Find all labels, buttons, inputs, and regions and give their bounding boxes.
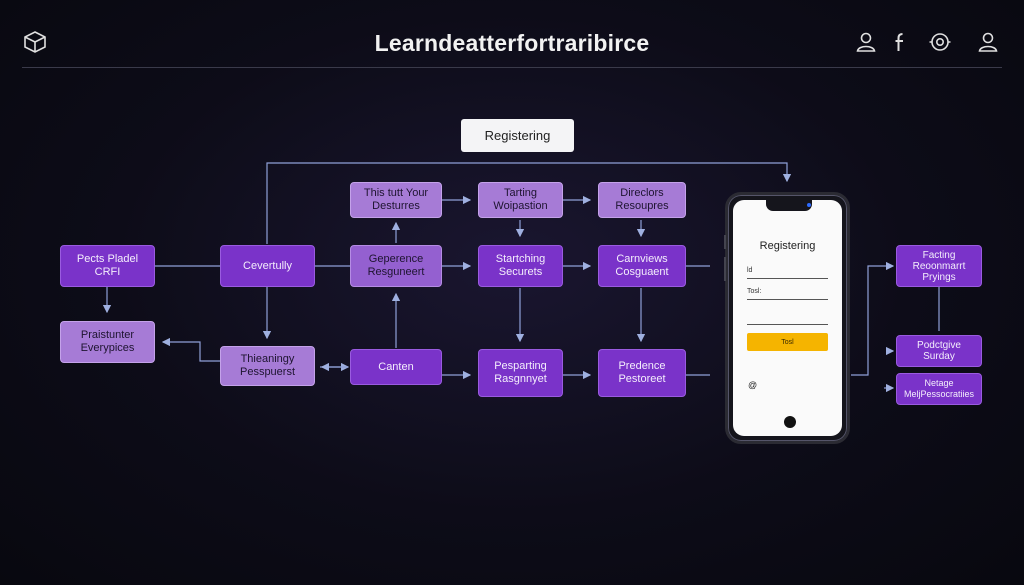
phone-input-field-3[interactable] xyxy=(747,313,828,325)
node-pesparting[interactable]: Pesparting Rasgnnyet xyxy=(478,349,563,397)
node-startching[interactable]: Startching Securets xyxy=(478,245,563,287)
account-icon[interactable] xyxy=(977,31,999,53)
phone-form-title: Registering xyxy=(759,240,816,252)
phone-volume-button xyxy=(724,257,726,281)
node-podctgive[interactable]: Podctgive Surday xyxy=(896,335,982,367)
top-label-box[interactable]: Registering xyxy=(461,119,574,152)
node-predence[interactable]: Predence Pestoreet xyxy=(598,349,686,397)
node-carnviews[interactable]: Carnviews Cosguaent xyxy=(598,245,686,287)
node-cevertully[interactable]: Cevertully xyxy=(220,245,315,287)
top-bar: Learndeatterfortraribirce xyxy=(0,0,1024,68)
site-title: Learndeatterfortraribirce xyxy=(374,30,650,56)
node-direclors[interactable]: Direclors Resoupres xyxy=(598,182,686,218)
phone-screen: Registering ld Tosl: Tosl @ xyxy=(733,200,842,436)
node-pects-pladel[interactable]: Pects Pladel CRFI xyxy=(60,245,155,287)
phone-home-button[interactable] xyxy=(784,416,796,428)
node-praistunter[interactable]: Praistunter Everypices xyxy=(60,321,155,363)
node-facting[interactable]: Facting Reoonmarrt Pryings xyxy=(896,245,982,287)
node-this-tutt[interactable]: This tutt Your Desturres xyxy=(350,182,442,218)
node-tarting[interactable]: Tarting Woipastion xyxy=(478,182,563,218)
phone-submit-button[interactable]: Tosl xyxy=(747,333,828,351)
header-divider xyxy=(22,67,1002,68)
cube-logo-icon[interactable] xyxy=(22,29,48,55)
globe-settings-icon[interactable] xyxy=(929,31,951,53)
facebook-icon[interactable] xyxy=(889,31,911,53)
phone-input-field-1[interactable]: ld xyxy=(747,267,828,279)
node-geperence[interactable]: Geperence Resguneert xyxy=(350,245,442,287)
phone-input-field-2[interactable]: Tosl: xyxy=(747,288,828,300)
phone-notch xyxy=(766,200,812,211)
user-icon[interactable] xyxy=(855,31,877,53)
phone-at-icon: @ xyxy=(748,380,758,390)
phone-volume-button xyxy=(724,235,726,249)
node-thieaningy[interactable]: Thieaningy Pesspuerst xyxy=(220,346,315,386)
phone-camera xyxy=(807,203,811,207)
node-netage[interactable]: Netage MeljPessocratiies xyxy=(896,373,982,405)
node-canten[interactable]: Canten xyxy=(350,349,442,385)
phone-mockup: Registering ld Tosl: Tosl @ xyxy=(724,192,850,444)
